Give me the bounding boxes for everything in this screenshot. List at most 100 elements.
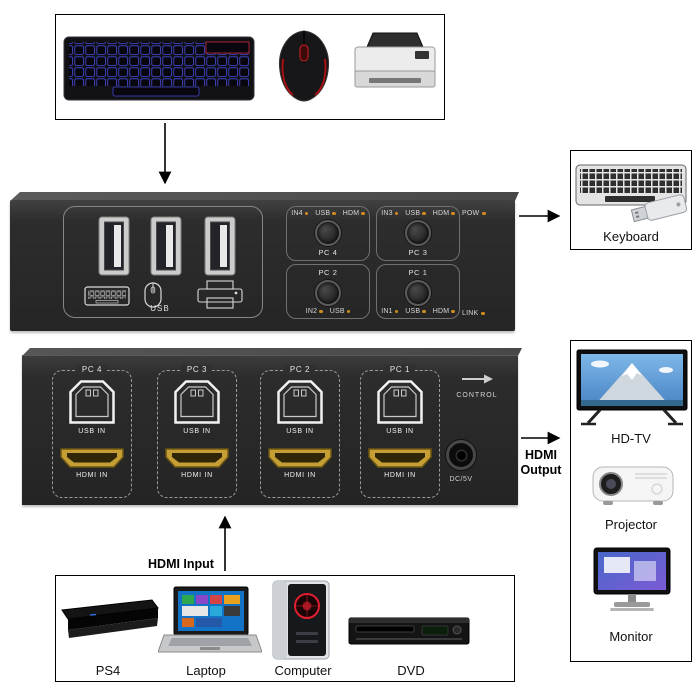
pc3-label: PC 3	[408, 248, 428, 257]
usb-flash-drive-icon	[630, 194, 688, 223]
peripherals-box	[55, 14, 445, 120]
led-label: HDM	[432, 308, 450, 315]
usb-b-port-icon	[277, 380, 323, 424]
usb-a-port-icon	[98, 216, 130, 276]
kvm-switch-front-view: PC 4 USB IN HDMI IN PC 3 USB	[22, 355, 518, 505]
kvm-switch-top-view: USB IN4 USB HDM PC 4 IN3 USB HDM PC 3 PC…	[10, 200, 515, 331]
usb-in-label: USB IN	[78, 428, 106, 435]
led-indicator-icon	[394, 309, 399, 314]
led-indicator-icon	[422, 309, 426, 314]
keyboard-label: Keyboard	[603, 229, 659, 244]
power-led-label: POW	[462, 210, 486, 217]
laptop-icon	[158, 586, 262, 653]
pow-text: POW	[462, 210, 480, 217]
pc3-button-group: IN3 USB HDM PC 3	[376, 206, 460, 261]
link-led-icon	[481, 311, 485, 316]
hdmi-port-icon	[60, 448, 124, 468]
led-indicator-icon	[422, 211, 426, 216]
hdmi-in-label: HDMI IN	[181, 472, 213, 479]
led-indicator-icon	[346, 309, 351, 314]
hdmi-in-label: HDMI IN	[284, 472, 316, 479]
led-indicator-icon	[451, 309, 455, 314]
led-indicator-icon	[319, 309, 323, 314]
hdmi-output-line1: HDMI	[525, 448, 557, 462]
projector-label: Projector	[604, 517, 658, 532]
led-label: IN2	[305, 308, 318, 315]
pc2-port-group: PC 2 USB IN HDMI IN	[260, 365, 340, 498]
pc2-label: PC 2	[318, 268, 338, 277]
led-label: IN3	[381, 210, 393, 217]
keyboard-icon	[84, 286, 130, 306]
keyboard-icon	[575, 164, 687, 206]
dc-label: DC/5V	[449, 476, 473, 483]
dvd-player-icon	[348, 617, 470, 645]
led-indicator-icon	[394, 211, 399, 216]
led-indicator-icon	[361, 211, 365, 216]
led-label: USB	[405, 308, 421, 315]
pc1-led-row: IN1 USB HDM	[381, 308, 455, 315]
ps4-icon	[61, 599, 159, 638]
gaming-mouse-icon	[278, 30, 330, 102]
pc1-label: PC 1	[408, 268, 428, 277]
display-output-box: HD-TV Projector Monito	[570, 340, 692, 662]
hdmi-port-icon	[268, 448, 332, 468]
pc3-port-group: PC 3 USB IN HDMI IN	[157, 365, 237, 498]
power-led-icon	[482, 211, 486, 216]
usb-b-port-icon	[377, 380, 423, 424]
led-label: USB	[405, 210, 421, 217]
pc1-label: PC 1	[384, 365, 416, 374]
pc2-button-group: PC 2 IN2 USB	[286, 264, 370, 319]
dc-power-jack	[446, 440, 476, 470]
usb-in-label: USB IN	[386, 428, 414, 435]
pc2-select-button	[315, 279, 341, 306]
usb-in-label: USB IN	[286, 428, 314, 435]
hdmi-output-line2: Output	[520, 463, 562, 477]
computer-tower-icon	[272, 580, 330, 660]
projector-icon	[592, 466, 674, 505]
printer-icon	[354, 32, 436, 88]
gaming-keyboard-icon	[63, 36, 255, 101]
hdtv-label: HD-TV	[611, 431, 651, 446]
pc3-select-button	[405, 219, 431, 246]
link-led-label: LINK	[462, 310, 485, 317]
pc2-led-row: IN2 USB	[306, 308, 351, 315]
pc4-select-button	[315, 219, 341, 246]
led-label: IN4	[291, 210, 303, 217]
laptop-label: Laptop	[186, 663, 226, 678]
pc3-led-row: IN3 USB HDM	[381, 210, 455, 217]
usb-b-port-icon	[174, 380, 220, 424]
pc4-button-group: IN4 USB HDM PC 4	[286, 206, 370, 261]
led-label: HDM	[342, 210, 360, 217]
control-arrow-icon	[462, 374, 493, 384]
hdmi-in-label: HDMI IN	[384, 472, 416, 479]
usb-a-port-icon	[150, 216, 182, 276]
source-input-box: PS4 Laptop	[55, 575, 515, 682]
printer-icon	[197, 280, 243, 309]
pc1-select-button	[405, 279, 431, 306]
control-label: CONTROL	[456, 392, 498, 399]
usb-a-port-icon	[204, 216, 236, 276]
monitor-label: Monitor	[609, 629, 653, 644]
led-indicator-icon	[451, 211, 455, 216]
mouse-icon	[144, 282, 162, 308]
led-label: HDM	[432, 210, 450, 217]
hdmi-output-label: HDMI Output	[511, 448, 571, 478]
computer-label: Computer	[274, 663, 332, 678]
pc2-label: PC 2	[284, 365, 316, 374]
hdmi-port-icon	[368, 448, 432, 468]
dvd-label: DVD	[397, 663, 425, 678]
pc4-label: PC 4	[76, 365, 108, 374]
hdtv-icon	[576, 349, 688, 426]
pc3-label: PC 3	[181, 365, 213, 374]
usb-in-label: USB IN	[183, 428, 211, 435]
pc4-label: PC 4	[318, 248, 338, 257]
pc1-port-group: PC 1 USB IN HDMI IN	[360, 365, 440, 498]
hdmi-in-label: HDMI IN	[76, 472, 108, 479]
switch-top-face	[10, 192, 519, 201]
link-text: LINK	[462, 310, 479, 317]
pc4-led-row: IN4 USB HDM	[291, 210, 365, 217]
hdmi-input-label: HDMI Input	[148, 557, 214, 571]
pc1-button-group: PC 1 IN1 USB HDM	[376, 264, 460, 319]
switch-front-top-face	[22, 348, 522, 356]
